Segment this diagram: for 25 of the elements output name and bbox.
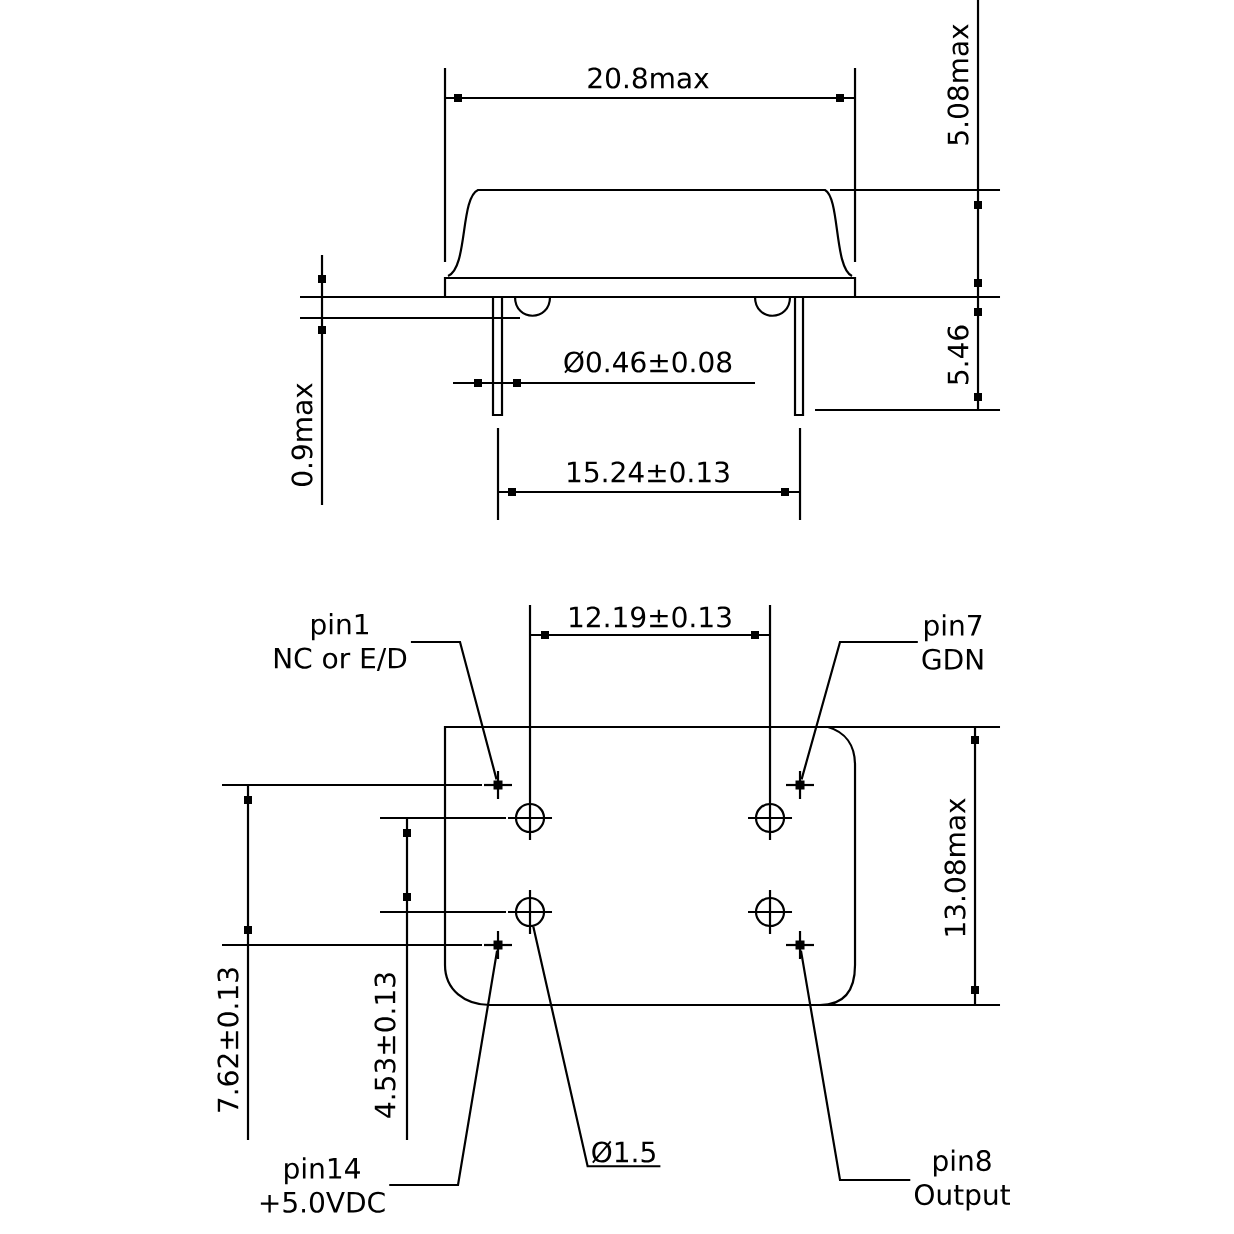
dimension-label: 5.08max xyxy=(947,24,969,145)
dimension-label: 15.24±0.13 xyxy=(568,461,729,483)
leader-line xyxy=(799,950,911,1182)
dimension-label: 12.19±0.13 xyxy=(570,606,731,628)
dimension-label: Ø0.46±0.08 xyxy=(564,350,732,374)
dimension-label: Ø1.5 xyxy=(592,1140,655,1164)
dimension-label: 13.08max xyxy=(944,798,966,936)
dimension-label: 7.62±0.13 xyxy=(217,968,239,1112)
leader-line xyxy=(532,926,661,1168)
pin-label: pin7 GDN xyxy=(922,614,983,670)
pin-marker xyxy=(484,931,512,959)
dimension-label: 20.8max xyxy=(588,67,709,89)
leader-line xyxy=(410,640,498,780)
dimension-label: 0.9max xyxy=(291,383,313,486)
pin-label: pin8 Output xyxy=(914,1149,1010,1211)
pin-label: pin14 +5.0VDC xyxy=(260,1157,385,1213)
pin-marker xyxy=(786,771,814,799)
dimension-label: 5.46 xyxy=(947,325,969,384)
leader-line xyxy=(389,950,499,1187)
pin-label: pin1 NC or E/D xyxy=(274,613,407,671)
pin-marker xyxy=(484,771,512,799)
pin-marker xyxy=(786,931,814,959)
mounting-hole xyxy=(508,890,552,934)
dimension-label: 4.53±0.13 xyxy=(374,973,396,1118)
leader-line xyxy=(800,640,918,780)
